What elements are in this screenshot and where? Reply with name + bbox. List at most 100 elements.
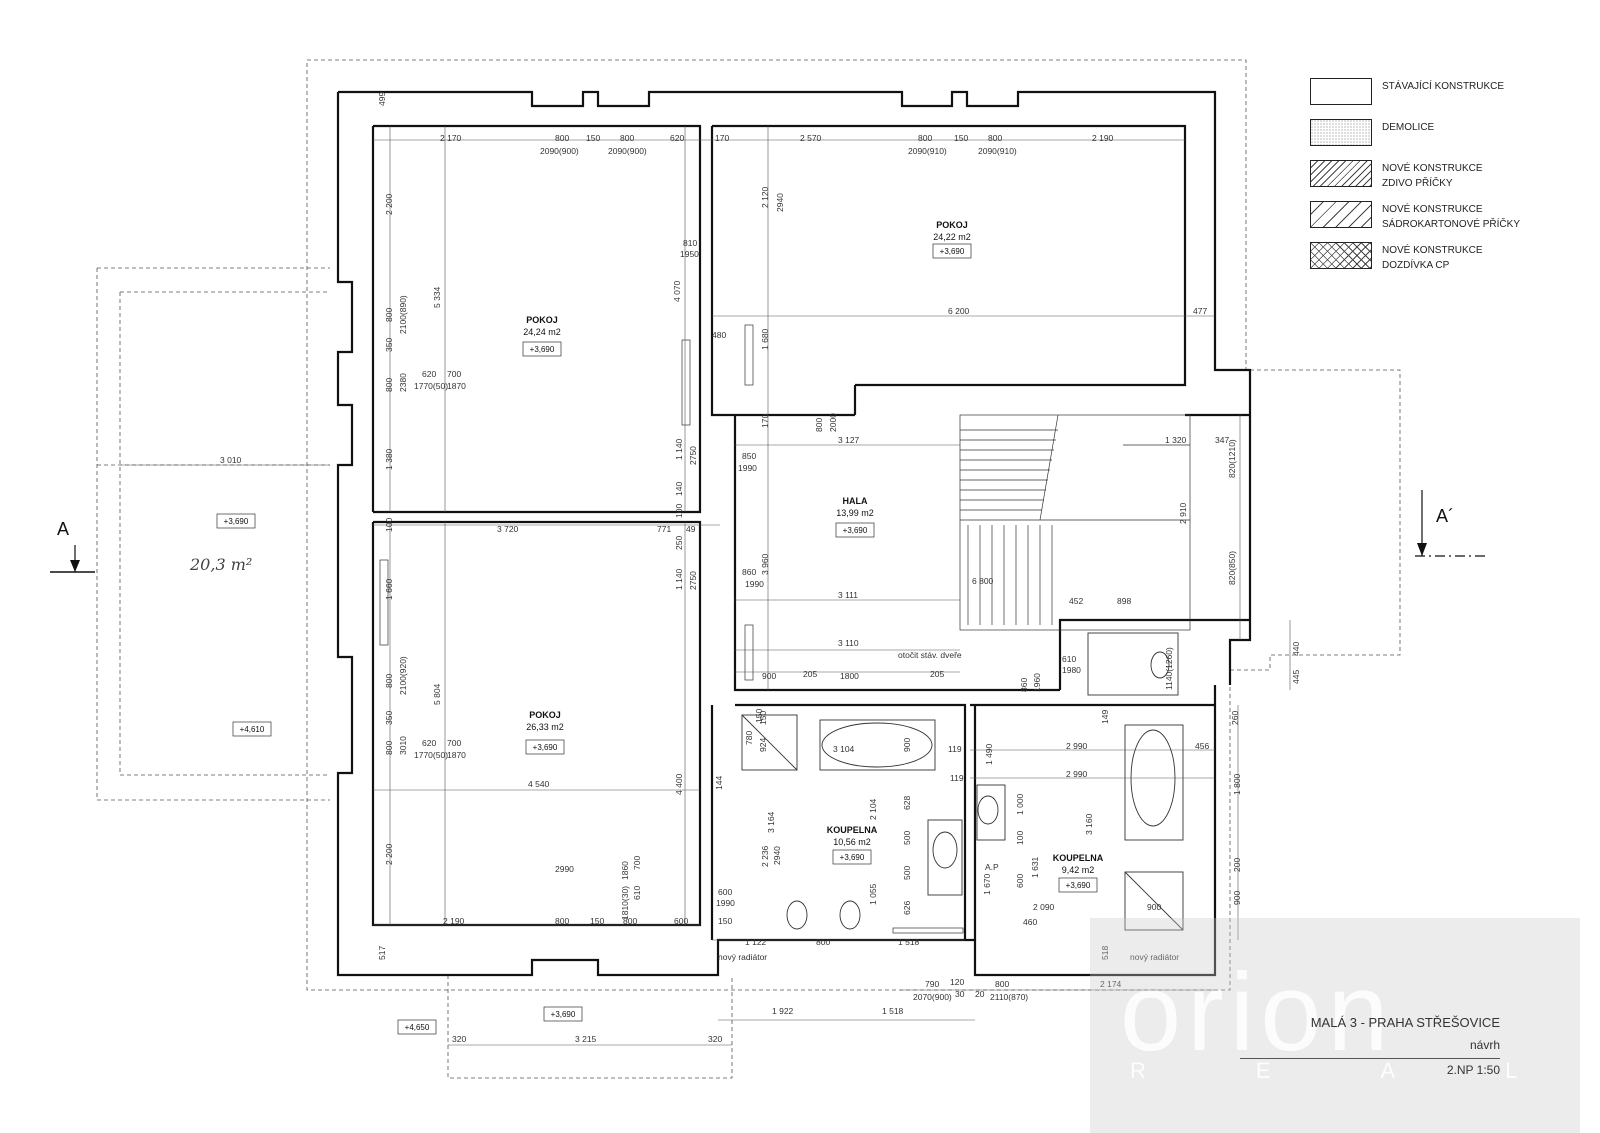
svg-text:445: 445 [1291,670,1301,684]
svg-text:620: 620 [670,133,684,143]
room-level: +3,690 [843,526,868,535]
watermark: orion REAL [1090,918,1580,1133]
svg-text:3 164: 3 164 [766,811,776,833]
svg-text:860: 860 [742,567,756,577]
svg-text:3 127: 3 127 [838,435,860,445]
svg-text:2 200: 2 200 [384,843,394,865]
svg-text:1 631: 1 631 [1030,856,1040,878]
room-level: +3,690 [940,247,965,256]
svg-text:2 200: 2 200 [384,193,394,215]
watermark-sub: REAL [1130,1058,1600,1083]
room-koupelna-2: KOUPELNA 9,42 m2 +3,690 [1053,853,1104,893]
svg-text:150: 150 [758,711,768,725]
svg-text:800: 800 [918,133,932,143]
svg-text:49: 49 [686,524,696,534]
svg-text:700: 700 [447,369,461,379]
dimension-texts: 499 2 170 800 150 800 620 2090(900) 2090… [220,92,1301,1044]
svg-text:1 922: 1 922 [772,1006,794,1016]
room-area: 24,24 m2 [523,327,561,337]
svg-text:100: 100 [384,518,394,532]
svg-text:3 960: 3 960 [760,553,770,575]
svg-text:3010: 3010 [398,736,408,755]
svg-text:5 804: 5 804 [432,683,442,705]
room-name: POKOJ [529,710,561,720]
svg-text:1 660: 1 660 [384,578,394,600]
ap-note: A.P [985,862,999,872]
legend-item-new-drywall: NOVÉ KONSTRUKCE SÁDROKARTONOVÉ PŘÍČKY [1310,199,1570,240]
svg-text:2940: 2940 [775,193,785,212]
svg-text:820(850): 820(850) [1227,551,1237,585]
svg-text:1 680: 1 680 [760,328,770,350]
svg-text:477: 477 [1193,306,1207,316]
svg-text:4 540: 4 540 [528,779,550,789]
svg-text:150: 150 [754,709,764,723]
room-hala: HALA 13,99 m2 +3,690 [835,496,875,538]
svg-text:1800: 1800 [840,671,859,681]
drawing-notes: 20,3 m² otočit stáv. dveře nový radiátor… [189,555,1179,962]
svg-text:800: 800 [988,133,1002,143]
svg-text:800: 800 [620,133,634,143]
svg-text:6 800: 6 800 [972,576,994,586]
svg-text:2990: 2990 [555,864,574,874]
room-name: POKOJ [936,220,968,230]
svg-text:4 070: 4 070 [672,280,682,302]
svg-text:2 170: 2 170 [440,133,462,143]
svg-text:1 122: 1 122 [745,937,767,947]
legend-label: NOVÉ KONSTRUKCE SÁDROKARTONOVÉ PŘÍČKY [1382,204,1520,230]
svg-text:250: 250 [674,536,684,550]
svg-text:1 518: 1 518 [898,937,920,947]
svg-text:1 140: 1 140 [674,568,684,590]
svg-text:500: 500 [902,866,912,880]
room-pokoj-ne: POKOJ 24,22 m2 +3,690 [932,220,972,259]
svg-text:800: 800 [814,418,824,432]
svg-text:1 380: 1 380 [384,448,394,470]
svg-text:260: 260 [1230,711,1240,725]
handwritten-area-note: 20,3 m² [189,555,252,574]
svg-text:119: 119 [948,744,962,754]
legend-label: DEMOLICE [1382,122,1435,133]
svg-text:440: 440 [1291,642,1301,656]
svg-text:30: 30 [955,989,965,999]
level-marks: +3,690 +4,610 +3,690 +4,650 [216,513,583,1035]
svg-text:150: 150 [718,916,732,926]
svg-text:1 320: 1 320 [1165,435,1187,445]
svg-text:452: 452 [1069,596,1083,606]
room-pokoj-nw: POKOJ 24,24 m2 +3,690 [522,315,562,357]
svg-text:860: 860 [1019,678,1029,692]
svg-text:900: 900 [1232,891,1242,905]
svg-text:119: 119 [950,773,964,783]
svg-text:1770(50): 1770(50) [414,750,448,760]
svg-text:626: 626 [902,901,912,915]
svg-text:800: 800 [555,916,569,926]
svg-text:1140(1260): 1140(1260) [1164,647,1174,690]
svg-text:1 055: 1 055 [868,883,878,905]
svg-text:3 215: 3 215 [575,1034,597,1044]
drawing-subtitle: návrh [1469,1038,1500,1052]
radiator-note-2: nový radiátor [1130,952,1179,962]
legend: STÁVAJÍCÍ KONSTRUKCE DEMOLICE NOVÉ KONST… [1310,76,1570,281]
svg-text:2 190: 2 190 [1092,133,1114,143]
svg-text:771: 771 [657,524,671,534]
svg-text:790: 790 [925,979,939,989]
bathroom-fixtures [741,632,1184,931]
title-rule [1240,1058,1500,1059]
svg-text:350: 350 [384,338,394,352]
svg-text:628: 628 [902,796,912,810]
svg-text:924: 924 [758,738,768,752]
svg-text:1 000: 1 000 [1015,793,1025,815]
svg-text:1 800: 1 800 [1232,773,1242,795]
svg-text:2750: 2750 [688,571,698,590]
svg-text:600: 600 [718,887,732,897]
svg-text:820(1210): 820(1210) [1227,439,1237,478]
legend-item-existing: STÁVAJÍCÍ KONSTRUKCE [1310,76,1570,117]
svg-text:500: 500 [902,831,912,845]
level-entry-low: +4,650 [405,1023,430,1032]
drawing-scale: 2.NP 1:50 [1446,1063,1500,1077]
svg-text:517: 517 [377,946,387,960]
svg-text:347: 347 [1215,435,1229,445]
svg-text:2380: 2380 [398,373,408,392]
svg-text:800: 800 [384,741,394,755]
svg-text:3 160: 3 160 [1084,813,1094,835]
svg-text:1870: 1870 [447,381,466,391]
svg-text:3 110: 3 110 [838,638,859,648]
